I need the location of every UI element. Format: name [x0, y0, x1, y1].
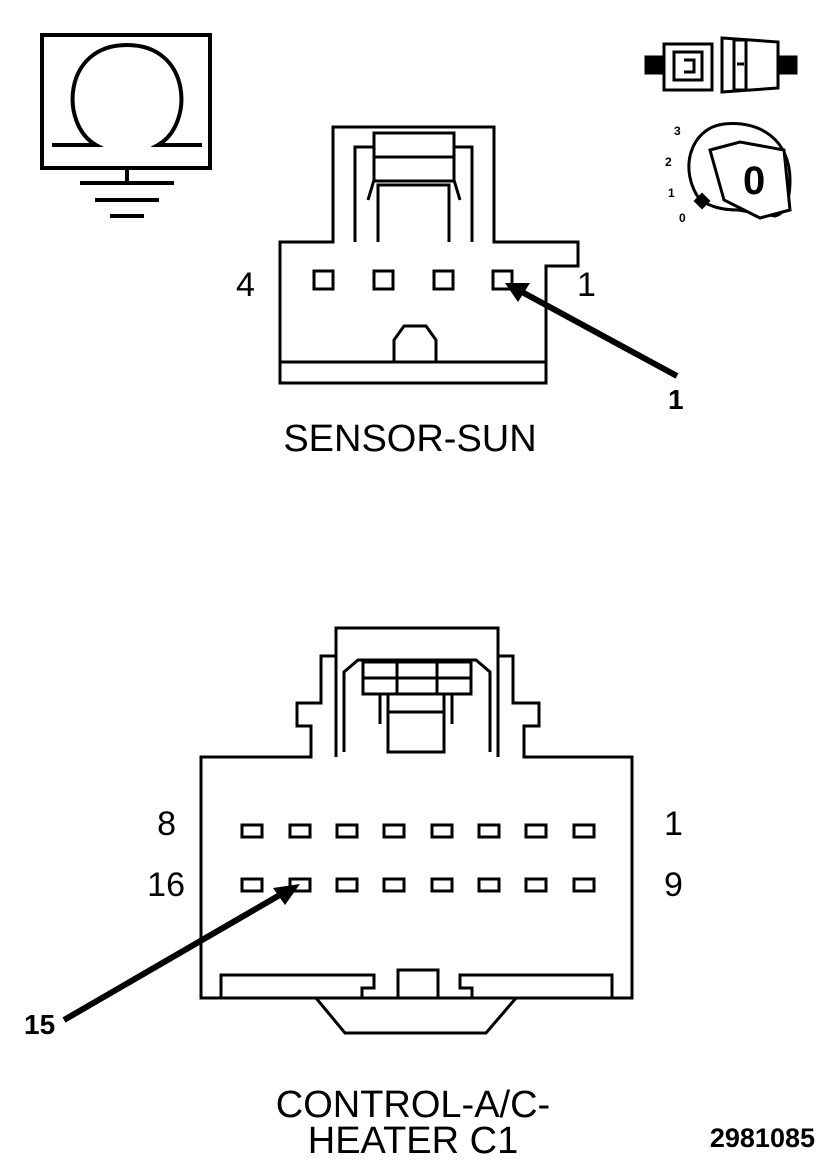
- sensor-sun-pin-4: [312, 269, 335, 291]
- ignition-key-icon: 0 3 2 1 0: [665, 122, 792, 225]
- ohm-ground-icon: [40, 33, 212, 218]
- ignition-position-1: 1: [668, 186, 675, 200]
- sensor-sun-pin-2: [432, 269, 455, 291]
- control-row1-left-label: 8: [157, 805, 176, 843]
- ignition-position-3: 3: [674, 124, 681, 138]
- sensor-sun-callout-arrow: [505, 283, 679, 379]
- sensor-sun-title: SENSOR-SUN: [283, 418, 536, 460]
- control-row2-left-label: 16: [147, 866, 185, 904]
- sensor-sun-pin-1: [491, 269, 514, 291]
- control-row1-right-label: 1: [664, 805, 683, 843]
- control-callout-arrow: [62, 884, 300, 1023]
- sensor-sun-callout-label: 1: [668, 384, 684, 415]
- ignition-position-2: 2: [665, 155, 672, 169]
- key-position-label: 0: [743, 159, 765, 203]
- control-title-line1: CONTROL-A/C-: [276, 1084, 550, 1126]
- control-title-line2: HEATER C1: [308, 1120, 518, 1162]
- document-id: 2981085: [710, 1123, 815, 1153]
- control-callout-label: 15: [24, 1009, 55, 1040]
- ignition-position-0: 0: [679, 211, 686, 225]
- sensor-sun-left-pin-label: 4: [236, 266, 255, 304]
- connector-icon: [644, 36, 798, 94]
- sensor-sun-connector: [278, 125, 580, 385]
- sensor-sun-right-pin-label: 1: [577, 266, 596, 304]
- control-ac-heater-connector: [199, 626, 634, 1035]
- sensor-sun-pin-3: [372, 269, 395, 291]
- control-row2-right-label: 9: [664, 866, 683, 904]
